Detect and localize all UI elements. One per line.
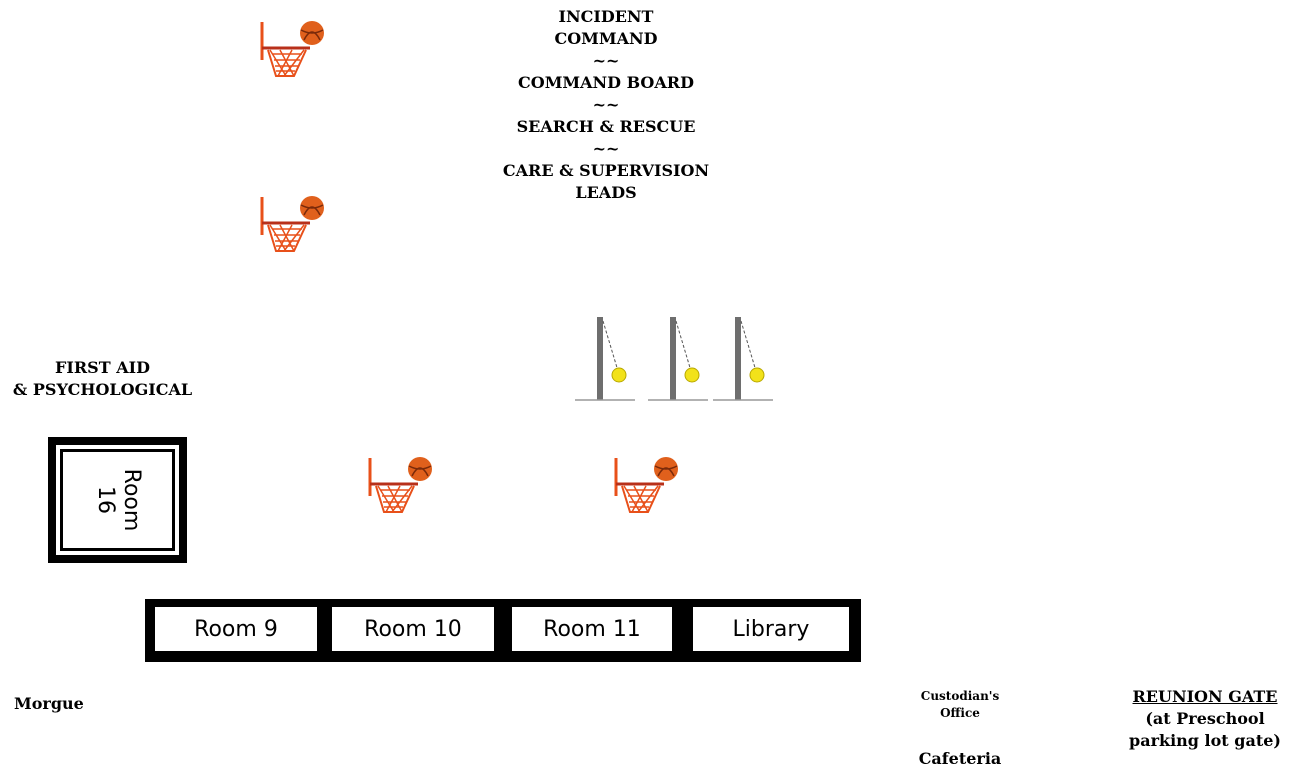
room-16-label: Room 16 [92, 468, 144, 532]
reunion-gate-title: REUNION GATE [1132, 687, 1278, 706]
basketball-hoop-icon [368, 457, 432, 513]
tetherball-pole-icon [575, 317, 635, 401]
basketball-hoop-icon [614, 457, 678, 513]
incident-command-label: INCIDENT COMMAND ~~ COMMAND BOARD ~~ SEA… [456, 6, 756, 204]
morgue-label: Morgue [14, 694, 84, 713]
separator: ~~ [592, 51, 620, 70]
tetherball-pole-icon [713, 317, 773, 401]
room-9: Room 9 [155, 607, 317, 651]
tetherball-pole-icon [648, 317, 708, 401]
command-board-text: COMMAND BOARD [518, 73, 694, 92]
custodians-office-label: Custodian's Office [920, 689, 1000, 720]
leads-text: LEADS [575, 183, 637, 202]
room-10: Room 10 [332, 607, 494, 651]
first-aid-text: FIRST AID [55, 358, 150, 377]
psychological-text: & PSYCHOLOGICAL [12, 380, 193, 399]
room-11: Room 11 [512, 607, 672, 651]
cafeteria-label: Cafeteria [918, 749, 1002, 768]
library: Library [693, 607, 849, 651]
reunion-gate-label: REUNION GATE (at Preschool parking lot g… [1115, 686, 1295, 752]
separator: ~~ [592, 95, 620, 114]
room-16: Room 16 [48, 437, 187, 563]
basketball-hoop-icon [260, 21, 324, 77]
separator: ~~ [592, 139, 620, 158]
care-supervision-text: CARE & SUPERVISION [502, 161, 710, 180]
command-text: COMMAND [554, 29, 658, 48]
incident-text: INCIDENT [558, 7, 654, 26]
classroom-row: Room 9 Room 10 Room 11 Library [145, 599, 861, 662]
first-aid-label: FIRST AID & PSYCHOLOGICAL [10, 357, 195, 401]
basketball-hoop-icon [260, 196, 324, 252]
search-rescue-text: SEARCH & RESCUE [516, 117, 696, 136]
